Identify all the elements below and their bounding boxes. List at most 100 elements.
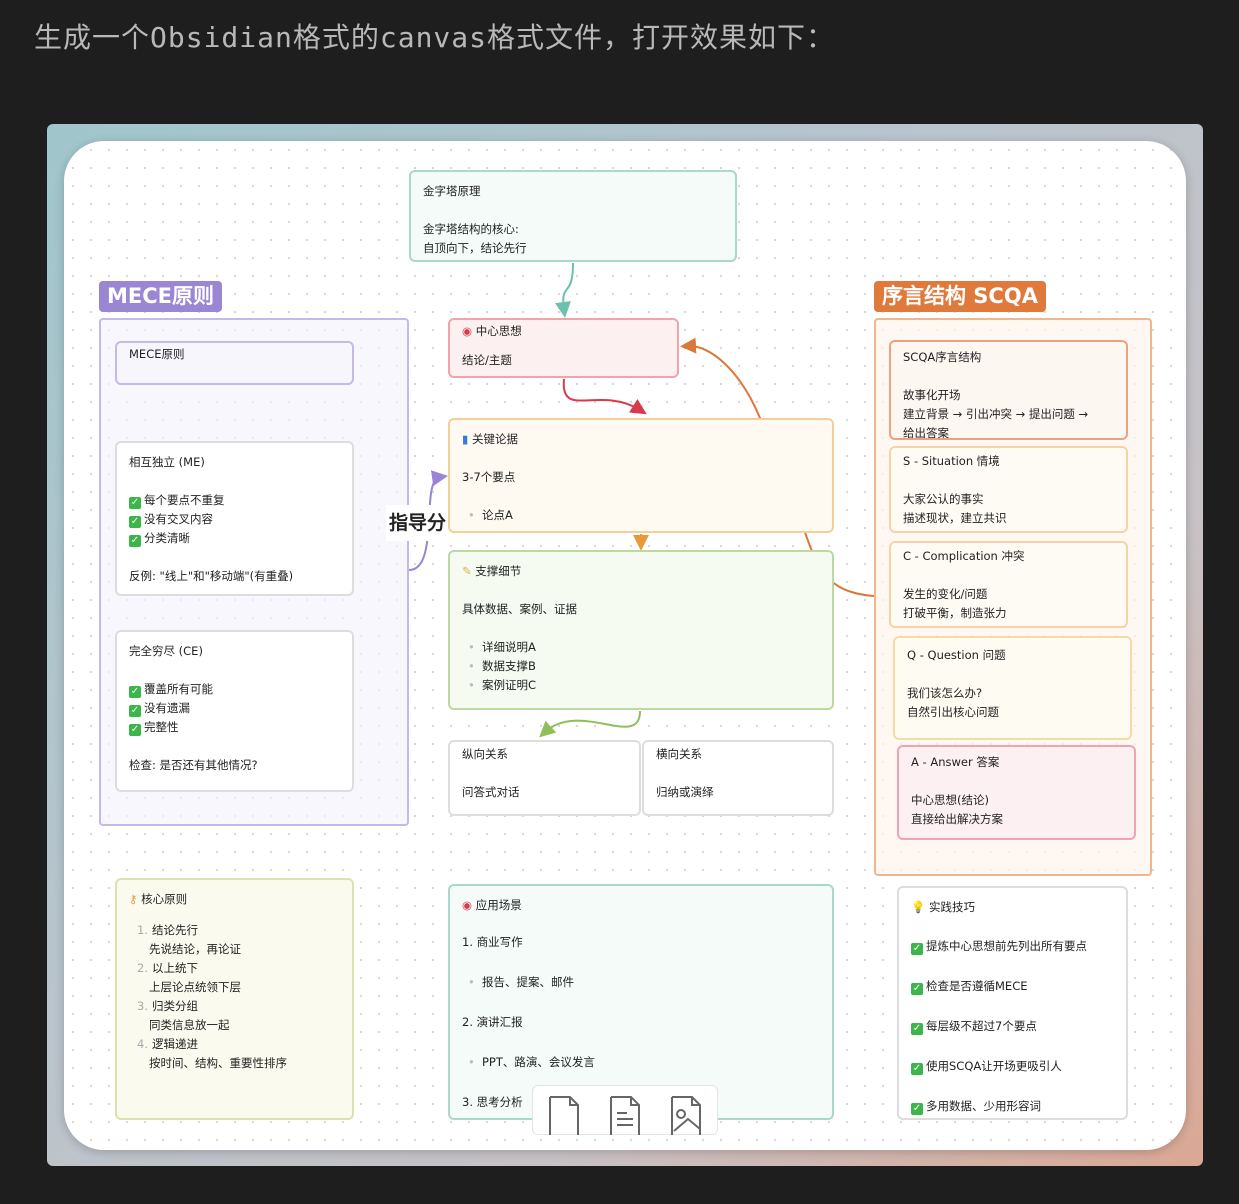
node-core-principles[interactable]: ⚷ 核心原则 1.结论先行先说结论，再论证 2.以上统下上层论点统领下层 3.归… <box>115 878 354 1120</box>
node-title: SCQA序言结构 <box>903 350 982 364</box>
check-icon: ✓ <box>129 705 141 717</box>
media-file-icon[interactable] <box>668 1095 704 1135</box>
node-title: S - Situation 情境 <box>903 454 1000 468</box>
canvas-toolbar <box>532 1085 718 1135</box>
list-item-detail: 按时间、结构、重要性排序 <box>149 1056 287 1070</box>
node-text: 大家公认的事实 <box>903 492 984 506</box>
node-center[interactable]: ◉ 中心思想 结论/主题 <box>448 318 679 378</box>
check-item: ✓使用SCQA让开场更吸引人 <box>911 1059 1062 1075</box>
node-text: 自顶向下，结论先行 <box>423 241 527 255</box>
ordered-list: 1.结论先行先说结论，再论证 2.以上统下上层论点统领下层 3.归类分组同类信息… <box>129 921 340 1073</box>
memo-icon: ✎ <box>462 564 472 578</box>
edge-center-key <box>562 378 647 415</box>
check-item: ✓没有遗漏 <box>129 701 190 717</box>
list-item: 1.结论先行 <box>137 923 198 937</box>
list-item-detail: 上层论点统领下层 <box>149 980 241 994</box>
list-item: PPT、路演、会议发言 <box>462 1053 820 1072</box>
node-key[interactable]: ▮ 关键论据 3-7个要点 论点A <box>448 418 834 533</box>
node-text: 我们该怎么办? <box>907 686 983 700</box>
node-vertical[interactable]: 纵向关系问答式对话 <box>448 740 641 816</box>
node-title: Q - Question 问题 <box>907 648 1006 662</box>
node-title: 纵向关系 <box>462 747 508 761</box>
check-icon: ✓ <box>911 1023 923 1035</box>
node-text: 故事化开场 <box>903 388 961 402</box>
node-title: ✎ 支撑细节 <box>462 564 522 578</box>
node-text: 自然引出核心问题 <box>907 705 999 719</box>
list-item: 论点A <box>462 506 820 525</box>
check-item: ✓分类清晰 <box>129 531 190 547</box>
list-item-detail: 同类信息放一起 <box>149 1018 230 1032</box>
check-item: ✓完整性 <box>129 720 179 736</box>
node-text: 归纳或演绎 <box>656 785 714 799</box>
list-item: 案例证明C <box>462 676 820 695</box>
node-text: 中心思想(结论) <box>911 793 989 807</box>
check-icon: ✓ <box>129 516 141 528</box>
node-text: 检查: 是否还有其他情况? <box>129 758 258 772</box>
check-icon: ✓ <box>129 686 141 698</box>
list-item-detail: 先说结论，再论证 <box>149 942 241 956</box>
list-item: 2. 演讲汇报 <box>462 1015 523 1029</box>
node-text: 给出答案 <box>903 426 949 440</box>
check-icon: ✓ <box>129 724 141 736</box>
node-text: 结论/主题 <box>462 353 512 367</box>
check-item: ✓覆盖所有可能 <box>129 682 213 698</box>
node-question[interactable]: Q - Question 问题 我们该怎么办? 自然引出核心问题 <box>893 636 1132 740</box>
node-title: ⚷ 核心原则 <box>129 892 188 906</box>
list-item: 4.逻辑递进 <box>137 1037 198 1051</box>
node-title: A - Answer 答案 <box>911 755 1000 769</box>
list-item: 详细说明A <box>462 638 820 657</box>
node-answer[interactable]: A - Answer 答案 中心思想(结论) 直接给出解决方案 <box>897 745 1136 840</box>
check-item: ✓检查是否遵循MECE <box>911 979 1028 995</box>
node-situation[interactable]: S - Situation 情境 大家公认的事实描述现状，建立共识 <box>889 446 1128 533</box>
node-mece[interactable]: MECE原则 <box>115 341 354 385</box>
check-icon: ✓ <box>911 1063 923 1075</box>
check-item: ✓没有交叉内容 <box>129 512 213 528</box>
list-item: 3. 思考分析 <box>462 1095 523 1109</box>
node-text: 发生的变化/问题 <box>903 587 988 601</box>
node-pyramid[interactable]: 金字塔原理 金字塔结构的核心: 自顶向下，结论先行 <box>409 170 737 262</box>
node-title: ◉ 应用场景 <box>462 898 522 912</box>
node-ce[interactable]: 完全穷尽 (CE) ✓覆盖所有可能 ✓没有遗漏 ✓完整性 检查: 是否还有其他情… <box>115 630 354 792</box>
target-icon: ◉ <box>462 898 473 912</box>
list-item: 数据支撑B <box>462 657 820 676</box>
node-title: 横向关系 <box>656 747 702 761</box>
note-file-icon[interactable] <box>607 1095 643 1135</box>
node-text: 直接给出解决方案 <box>911 812 1003 826</box>
node-text: 描述现状，建立共识 <box>903 511 1007 525</box>
node-text: 具体数据、案例、证据 <box>462 602 577 616</box>
bar-chart-icon: ▮ <box>462 432 469 446</box>
group-label-mece[interactable]: MECE原则 <box>99 281 222 312</box>
check-icon: ✓ <box>911 943 923 955</box>
node-complication[interactable]: C - Complication 冲突 发生的变化/问题打破平衡，制造张力 <box>889 541 1128 628</box>
blank-card-icon[interactable] <box>546 1095 582 1135</box>
lightbulb-icon: 💡 <box>911 900 926 914</box>
node-title: 金字塔原理 <box>423 184 481 198</box>
list-item: 报告、提案、邮件 <box>462 973 820 992</box>
node-title: 💡 实践技巧 <box>911 900 975 914</box>
node-text: 打破平衡，制造张力 <box>903 606 1007 620</box>
node-tips[interactable]: 💡 实践技巧 ✓提炼中心思想前先列出所有要点 ✓检查是否遵循MECE ✓每层级不… <box>897 886 1128 1120</box>
group-label-scqa[interactable]: 序言结构 SCQA <box>874 281 1046 312</box>
check-item: ✓每个要点不重复 <box>129 493 225 509</box>
check-icon: ✓ <box>129 535 141 547</box>
node-text: 3-7个要点 <box>462 470 516 484</box>
node-title: ▮ 关键论据 <box>462 432 518 446</box>
check-item: ✓提炼中心思想前先列出所有要点 <box>911 939 1087 955</box>
check-item: ✓每层级不超过7个要点 <box>911 1019 1037 1035</box>
target-icon: ◉ <box>462 324 473 338</box>
node-horizontal[interactable]: 横向关系归纳或演绎 <box>642 740 834 816</box>
node-me[interactable]: 相互独立 (ME) ✓每个要点不重复 ✓没有交叉内容 ✓分类清晰 反例: "线上… <box>115 441 354 596</box>
node-scqa-intro[interactable]: SCQA序言结构 故事化开场建立背景 → 引出冲突 → 提出问题 →给出答案 <box>889 340 1128 440</box>
node-title: MECE原则 <box>129 347 185 361</box>
node-title: 相互独立 (ME) <box>129 455 205 469</box>
node-title: ◉ 中心思想 <box>462 324 522 338</box>
edge-label[interactable]: 指导分 <box>386 505 448 541</box>
list-item: 2.以上统下 <box>137 961 198 975</box>
list-item: 3.归类分组 <box>137 999 198 1013</box>
node-text: 金字塔结构的核心: <box>423 222 519 236</box>
node-support[interactable]: ✎ 支撑细节 具体数据、案例、证据 详细说明A 数据支撑B 案例证明C <box>448 550 834 710</box>
node-title: 完全穷尽 (CE) <box>129 644 203 658</box>
list-item: 1. 商业写作 <box>462 935 523 949</box>
check-item: ✓多用数据、少用形容词 <box>911 1099 1041 1115</box>
key-icon: ⚷ <box>129 892 138 906</box>
